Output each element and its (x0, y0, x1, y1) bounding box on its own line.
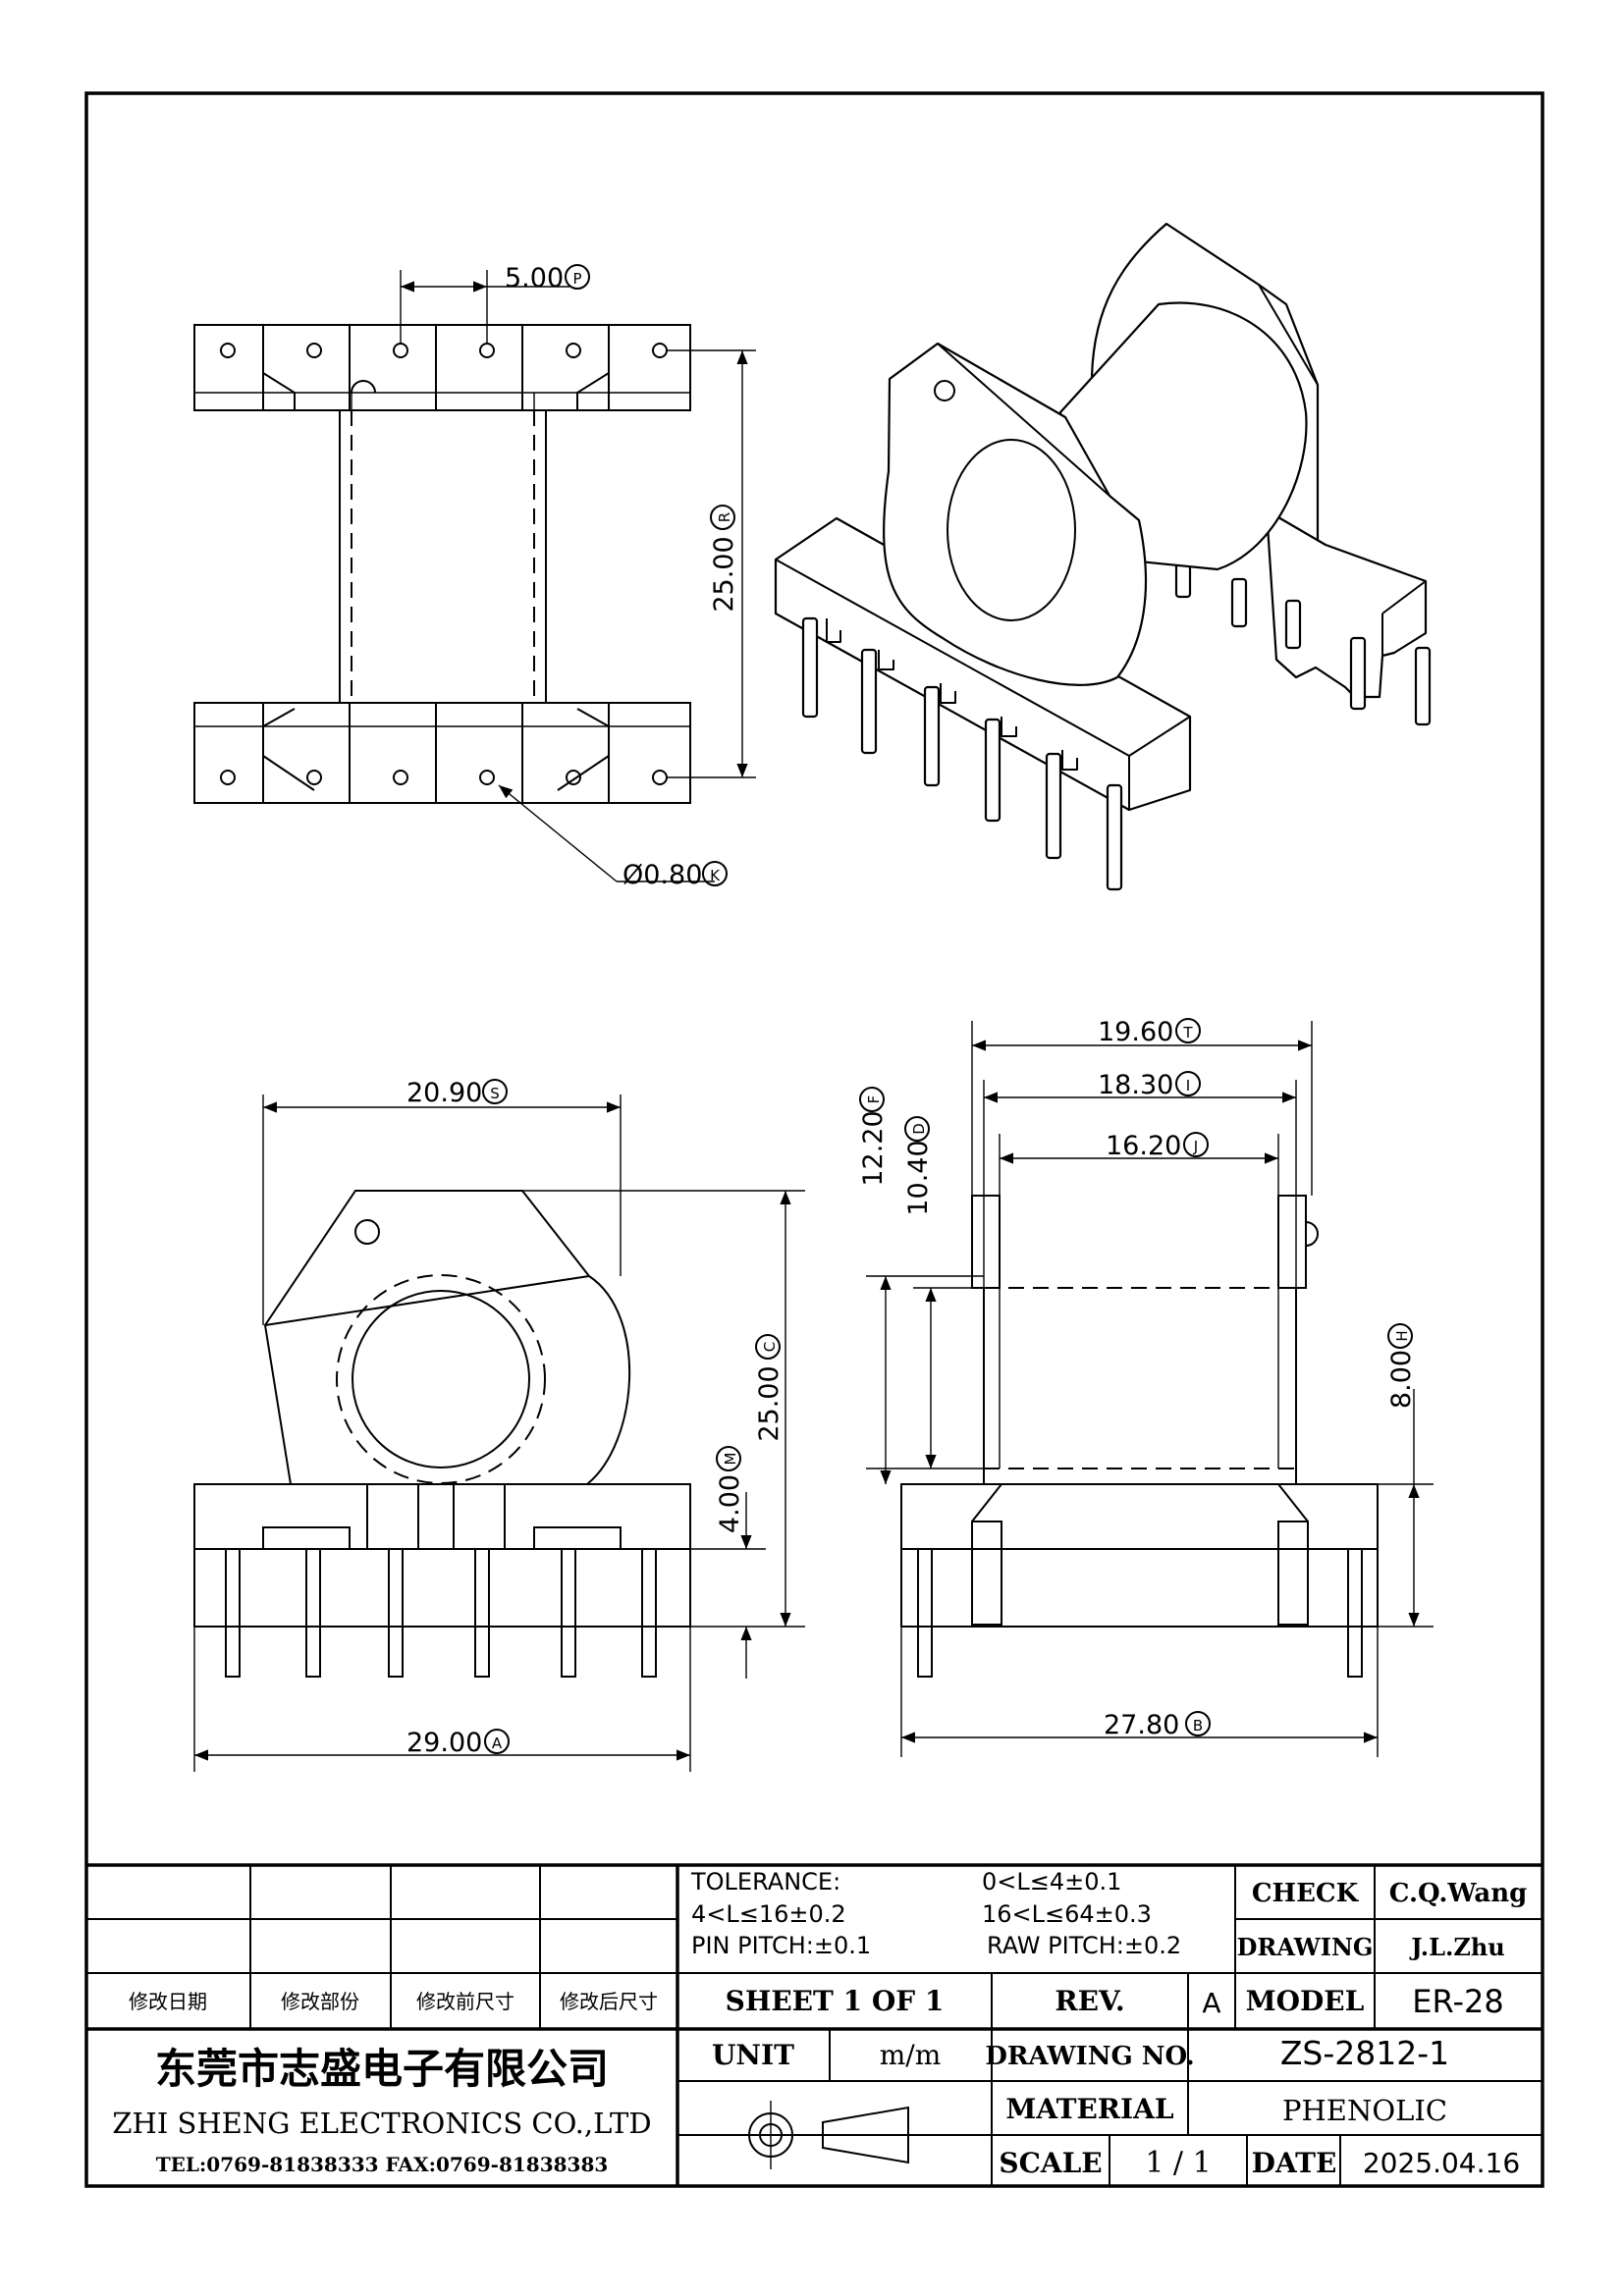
rev-date-header: 修改日期 (129, 1990, 207, 2013)
rev-before-header: 修改前尺寸 (416, 1990, 514, 2013)
rev-after-header: 修改后尺寸 (560, 1990, 658, 2013)
dim-front-base-h: 4.00 M (715, 1446, 745, 1533)
dimension-labels: 5.00 P 25.00 R Ø0.80 K 20.90 S 25.00 C 4… (406, 263, 1417, 1758)
projection-symbol-icon (731, 2101, 923, 2169)
dim-side-t-value: 19.60 (1098, 1017, 1173, 1047)
dim-side-i: 18.30 I (1098, 1070, 1201, 1100)
dim-side-d-tag: D (910, 1123, 928, 1135)
dim-side-i-value: 18.30 (1098, 1070, 1173, 1100)
dim-side-h-tag: H (1393, 1330, 1411, 1341)
dim-pin-dia: Ø0.80 K (623, 860, 728, 890)
drawing-label: DRAWING (1237, 1933, 1374, 1961)
dim-side-t-tag: T (1182, 1024, 1193, 1041)
rev-value: A (1202, 1987, 1220, 2019)
drawing-no-label: DRAWING NO. (985, 2042, 1194, 2071)
date-value: 2025.04.16 (1363, 2147, 1520, 2179)
dim-side-w-value: 27.80 (1104, 1710, 1179, 1740)
tolerance-range-3: 16<L≤64±0.3 (982, 1900, 1152, 1928)
tolerance-range-2: 4<L≤16±0.2 (691, 1900, 846, 1928)
dim-side-f-tag: F (865, 1095, 883, 1104)
date-label: DATE (1252, 2147, 1337, 2179)
dim-top-pitch-tag: P (572, 270, 581, 288)
drawing-border (84, 91, 1544, 2188)
dim-top-pitch: 5.00 P (505, 263, 590, 294)
material-label: MATERIAL (1005, 2093, 1173, 2125)
raw-pitch-tolerance: RAW PITCH:±0.2 (987, 1932, 1181, 1959)
title-block: TOLERANCE: 0<L≤4±0.1 4<L≤16±0.2 16<L≤64±… (86, 1863, 1543, 2186)
dim-pin-dia-tag: K (710, 867, 721, 884)
dim-side-w: 27.80 B (1104, 1710, 1211, 1740)
pin-pitch-tolerance: PIN PITCH:±0.1 (691, 1932, 871, 1959)
dim-pin-dia-value: Ø0.80 (623, 860, 702, 890)
company-name-en: ZHI SHENG ELECTRONICS CO.,LTD (112, 2107, 651, 2140)
check-label: CHECK (1252, 1879, 1360, 1908)
tolerance-label: TOLERANCE: (690, 1868, 840, 1896)
dim-side-j-value: 16.20 (1106, 1131, 1181, 1161)
model-label: MODEL (1246, 1985, 1365, 2017)
tolerance-range-1: 0<L≤4±0.1 (982, 1868, 1121, 1896)
dim-side-h-value: 8.00 (1386, 1350, 1417, 1409)
dim-side-i-tag: I (1186, 1077, 1190, 1095)
material-value: PHENOLIC (1282, 2094, 1447, 2127)
dim-front-flange-w: 20.90 S (406, 1078, 508, 1108)
top-view (193, 270, 756, 882)
dim-top-span-value: 25.00 (709, 536, 739, 612)
sheet-info: SHEET 1 OF 1 (726, 1985, 945, 2017)
dim-side-d-value: 10.40 (903, 1140, 934, 1215)
model-value: ER-28 (1412, 1983, 1503, 2020)
dim-front-h-tag: C (761, 1342, 779, 1352)
dim-top-pitch-value: 5.00 (505, 263, 564, 294)
dim-front-flange-w-value: 20.90 (406, 1078, 482, 1108)
unit-label: UNIT (712, 2039, 794, 2071)
front-view (193, 1095, 805, 1772)
check-value: C.Q.Wang (1389, 1879, 1528, 1908)
dim-top-span-tag: R (716, 512, 733, 522)
dim-side-h: 8.00 H (1386, 1323, 1417, 1409)
dim-front-base-h-tag: M (722, 1453, 739, 1466)
dim-front-flange-w-tag: S (490, 1085, 500, 1102)
dim-side-f-value: 12.20 (858, 1110, 889, 1186)
dim-top-span: 25.00 R (709, 505, 739, 613)
side-view (866, 1021, 1434, 1757)
dim-side-t: 19.60 T (1098, 1017, 1201, 1047)
rev-label: REV. (1055, 1985, 1124, 2017)
company-name-cn: 东莞市志盛电子有限公司 (155, 2045, 609, 2093)
scale-label: SCALE (999, 2147, 1102, 2179)
dim-front-h: 25.00 C (754, 1334, 785, 1442)
unit-value: m/m (880, 2039, 942, 2071)
dim-side-j-tag: J (1193, 1138, 1198, 1155)
isometric-view (774, 222, 1432, 891)
dim-side-w-tag: B (1193, 1717, 1203, 1735)
dim-front-base-h-value: 4.00 (715, 1474, 745, 1533)
dim-front-w-value: 29.00 (406, 1728, 482, 1758)
drawing-no-value: ZS-2812-1 (1280, 2034, 1449, 2072)
drawing-value: J.L.Zhu (1409, 1933, 1505, 1961)
company-contact: TEL:0769-81838333 FAX:0769-81838383 (156, 2153, 609, 2176)
scale-value: 1 / 1 (1145, 2146, 1211, 2180)
dim-side-f: 12.20 F (858, 1087, 889, 1187)
dim-side-d: 10.40 D (903, 1116, 934, 1216)
dim-front-w: 29.00 A (406, 1728, 510, 1758)
dim-side-j: 16.20 J (1106, 1131, 1209, 1161)
dim-front-h-value: 25.00 (754, 1365, 785, 1441)
dim-front-w-tag: A (492, 1735, 503, 1752)
rev-part-header: 修改部份 (281, 1990, 359, 2013)
